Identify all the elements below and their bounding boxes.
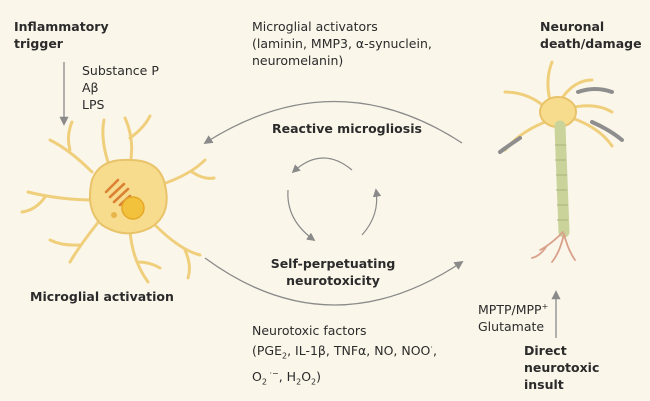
self-perpetuating-label: Self-perpetuating neurotoxicity bbox=[268, 255, 398, 289]
neuronal-damage-line1: Neuronal bbox=[540, 19, 605, 34]
activators-line3: neuromelanin) bbox=[252, 53, 344, 68]
nf-sub: 2 bbox=[311, 377, 317, 387]
self-perpetuating-line1: Self-perpetuating bbox=[270, 256, 396, 271]
reactive-microgliosis-label: Reactive microgliosis bbox=[272, 121, 422, 136]
inflammatory-trigger-title: Inflammatory trigger bbox=[14, 18, 109, 52]
neurotoxic-factors-title: Neurotoxic factors bbox=[252, 323, 367, 338]
microglial-activation-label: Microglial activation bbox=[30, 289, 174, 304]
direct-insult-line3: insult bbox=[524, 377, 564, 392]
nf-part: , bbox=[432, 343, 437, 359]
agent-glutamate: Glutamate bbox=[478, 319, 545, 335]
nf-part: O bbox=[252, 368, 262, 384]
cycle-arrow-left bbox=[287, 189, 316, 241]
agent-sup: + bbox=[541, 302, 549, 311]
nf-sup: · bbox=[430, 343, 433, 352]
microglia-cell-illustration bbox=[20, 114, 216, 284]
direct-insult-title: Direct neurotoxic insult bbox=[524, 342, 599, 393]
nf-sub: 2 bbox=[282, 351, 288, 361]
direct-insult-line1: Direct bbox=[524, 343, 567, 358]
self-perpetuating-line2: neurotoxicity bbox=[286, 273, 380, 288]
activators-line1: Microglial activators bbox=[252, 19, 378, 34]
neuron-illustration bbox=[498, 60, 624, 263]
nf-sup: ·− bbox=[266, 368, 279, 378]
trigger-item-lps: LPS bbox=[82, 97, 105, 112]
inflammatory-trigger-line1: Inflammatory bbox=[14, 19, 109, 34]
neurotoxic-factors-arrow bbox=[204, 257, 464, 306]
trigger-item-abeta: Aβ bbox=[82, 80, 99, 95]
inflammatory-trigger-line2: trigger bbox=[14, 36, 63, 51]
agents-line1: MPTP/MPP+ bbox=[478, 298, 548, 318]
direct-insult-line2: neurotoxic bbox=[524, 360, 600, 375]
trigger-items: Substance P Aβ LPS bbox=[82, 62, 159, 113]
trigger-item-substance-p: Substance P bbox=[82, 63, 159, 78]
neurotoxic-factors: Neurotoxic factors (PGE2, IL-1β, TNFα, N… bbox=[252, 322, 437, 390]
nf-sub: 2 bbox=[261, 377, 267, 387]
direct-insult-agents: MPTP/MPP+ Glutamate bbox=[478, 298, 548, 335]
reactive-microgliosis-arrow bbox=[203, 100, 463, 144]
microglial-activators: Microglial activators (laminin, MMP3, α-… bbox=[252, 18, 432, 69]
neuronal-damage-title: Neuronal death/damage bbox=[540, 18, 642, 52]
nf-part: O bbox=[301, 368, 312, 384]
neurotoxic-factors-line3: O2 ·−, H2O2) bbox=[252, 365, 437, 391]
nf-part: , H bbox=[278, 368, 297, 384]
cycle-arrow-top bbox=[291, 157, 353, 174]
nf-part: , IL-1β, TNFα, NO, NOO bbox=[287, 343, 431, 359]
activators-line2: (laminin, MMP3, α-synuclein, bbox=[252, 36, 432, 51]
cycle-arrow-right bbox=[361, 188, 382, 236]
nf-part: ) bbox=[316, 368, 322, 384]
nf-part: (PGE bbox=[252, 343, 282, 359]
neuronal-damage-line2: death/damage bbox=[540, 36, 642, 51]
agent-mptp: MPTP/MPP bbox=[478, 302, 542, 318]
neurotoxic-factors-line2: (PGE2, IL-1β, TNFα, NO, NOO·, bbox=[252, 339, 437, 365]
nf-sub: 2 bbox=[296, 377, 302, 387]
